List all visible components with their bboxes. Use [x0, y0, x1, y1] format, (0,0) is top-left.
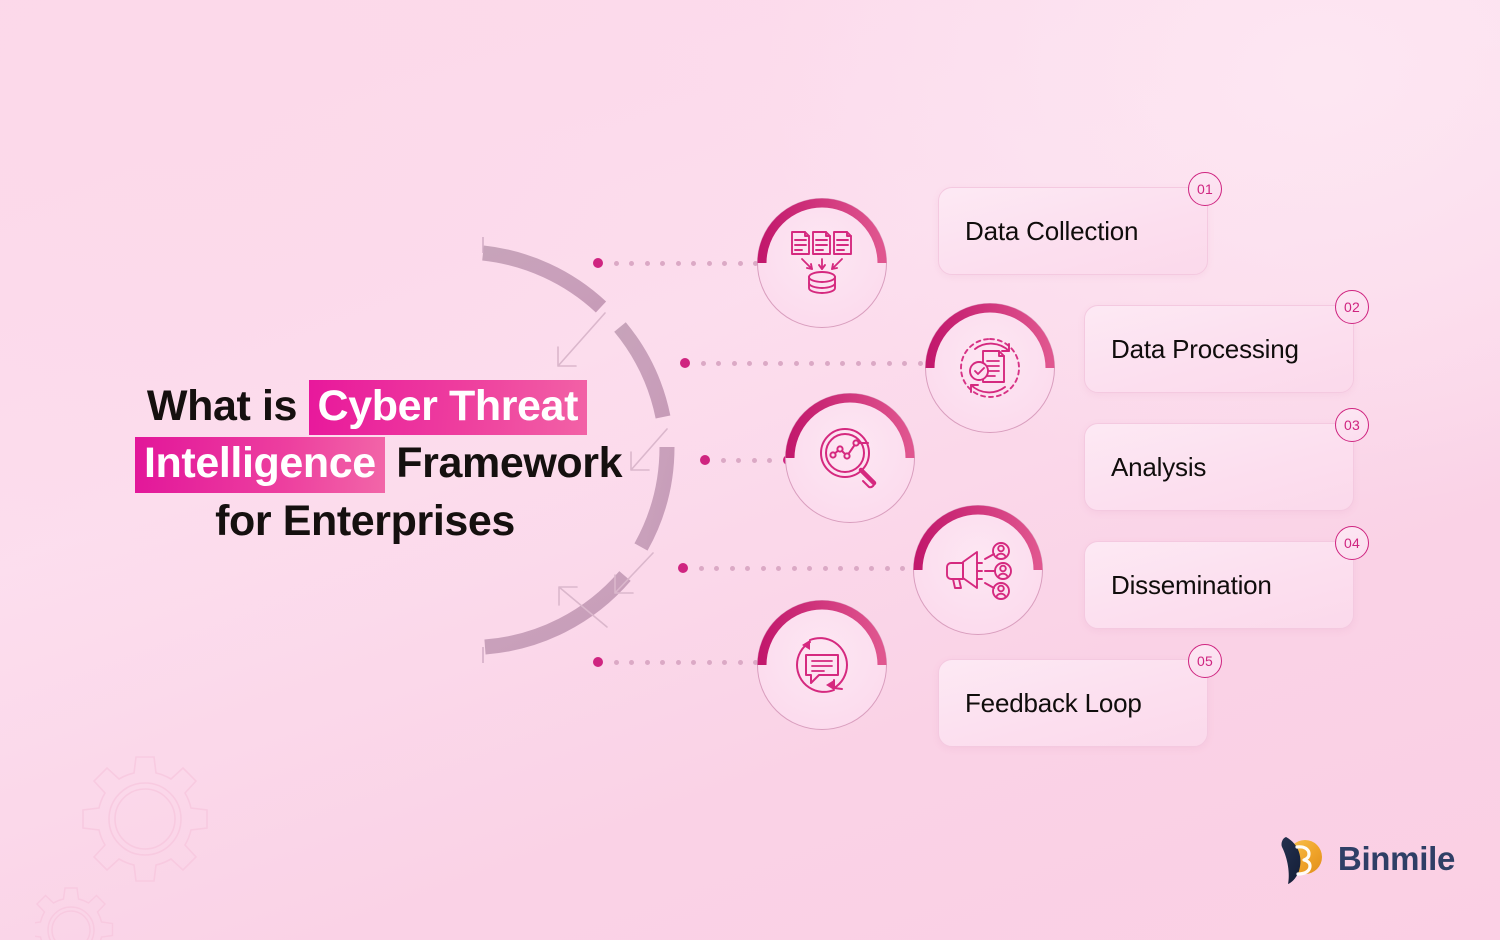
step-label-5: Feedback Loop	[965, 687, 1142, 718]
step-number-4: 04	[1344, 535, 1360, 551]
title-line-2: Intelligence Framework	[135, 435, 623, 493]
step-card-2[interactable]: Data Processing	[1084, 305, 1354, 393]
document-check-refresh-icon	[925, 303, 1055, 433]
icon-circle-arc-2	[925, 303, 1055, 369]
step-card-1[interactable]: Data Collection	[938, 187, 1208, 275]
step-badge-5: 05	[1188, 644, 1222, 678]
step-icon-circle-3[interactable]	[785, 393, 915, 523]
step-number-5: 05	[1197, 653, 1213, 669]
connector-line-2	[680, 358, 959, 368]
step-label-2: Data Processing	[1111, 333, 1299, 364]
title-plain-2: Framework	[384, 439, 623, 488]
brand-name: Binmile	[1337, 840, 1455, 877]
magnifier-chart-icon	[785, 393, 915, 523]
title-plain-1: What is	[146, 382, 309, 430]
title-highlight-2: Intelligence	[135, 437, 385, 493]
megaphone-users-icon	[913, 505, 1043, 635]
icon-circle-arc-5	[757, 600, 887, 666]
step-label-3: Analysis	[1111, 451, 1207, 482]
title-line-3: for Enterprises	[215, 496, 515, 545]
step-number-1: 01	[1197, 181, 1213, 197]
step-badge-3: 03	[1335, 408, 1369, 442]
step-label-4: Dissemination	[1111, 569, 1272, 600]
step-icon-circle-2[interactable]	[925, 303, 1055, 433]
step-label-1: Data Collection	[965, 215, 1139, 246]
icon-circle-arc-4	[913, 505, 1043, 571]
binmile-leaf-b-logo-icon	[1281, 837, 1322, 884]
speech-bubble-loop-icon	[757, 600, 887, 730]
step-icon-circle-5[interactable]	[757, 600, 887, 730]
title-highlight-1: Cyber Threat	[308, 380, 587, 436]
title-line-1: What is Cyber Threat	[135, 378, 605, 436]
step-badge-1: 01	[1188, 172, 1222, 206]
step-badge-4: 04	[1335, 526, 1369, 560]
gear-watermark-group	[28, 740, 265, 940]
icon-circle-arc-1	[757, 198, 887, 264]
step-number-3: 03	[1344, 417, 1360, 433]
step-badge-2: 02	[1335, 290, 1369, 324]
connector-line-1	[593, 258, 779, 268]
page-title: What is Cyber Threat Intelligence Framew…	[135, 378, 623, 550]
step-icon-circle-1[interactable]	[757, 198, 887, 328]
step-card-5[interactable]: Feedback Loop	[938, 659, 1208, 747]
documents-to-database-icon	[757, 198, 887, 328]
step-card-4[interactable]: Dissemination	[1084, 541, 1354, 629]
brand-logo: Binmile	[1278, 833, 1455, 885]
connector-line-5	[593, 657, 779, 667]
step-number-2: 02	[1344, 299, 1360, 315]
step-icon-circle-4[interactable]	[913, 505, 1043, 635]
connector-line-3	[700, 455, 793, 465]
icon-circle-arc-3	[785, 393, 915, 459]
step-card-3[interactable]: Analysis	[1084, 423, 1354, 511]
